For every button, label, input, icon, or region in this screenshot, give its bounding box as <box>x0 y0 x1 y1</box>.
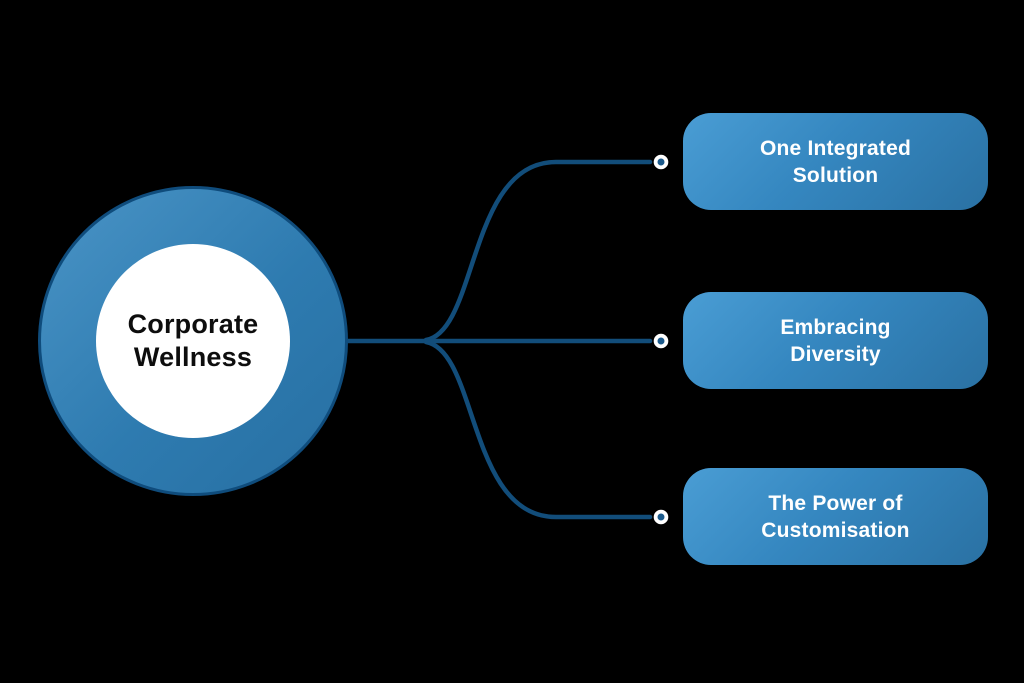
branch-node-embracing-diversity: Embracing Diversity <box>683 292 988 389</box>
connector-branch-bottom <box>423 339 653 520</box>
endpoint-dot-top <box>653 154 669 170</box>
branch-node-label: One Integrated Solution <box>760 135 911 189</box>
endpoint-dot-middle <box>653 333 669 349</box>
connector-branch-top <box>423 159 653 343</box>
branch-node-power-of-customisation: The Power of Customisation <box>683 468 988 565</box>
branch-label-line1: The Power of <box>768 491 903 515</box>
branch-node-label: Embracing Diversity <box>780 314 890 368</box>
branch-label-line2: Customisation <box>761 518 910 542</box>
center-node: Corporate Wellness <box>96 244 290 438</box>
branch-label-line1: One Integrated <box>760 136 911 160</box>
center-label-line2: Wellness <box>133 342 253 372</box>
branch-node-label: The Power of Customisation <box>761 490 909 544</box>
center-node-label: Corporate Wellness <box>128 308 259 374</box>
endpoint-dot-bottom <box>653 509 669 525</box>
branch-node-one-integrated-solution: One Integrated Solution <box>683 113 988 210</box>
branch-label-line1: Embracing <box>780 315 891 339</box>
branch-label-line2: Diversity <box>790 342 881 366</box>
center-label-line1: Corporate <box>127 309 259 339</box>
branch-label-line2: Solution <box>792 163 879 187</box>
